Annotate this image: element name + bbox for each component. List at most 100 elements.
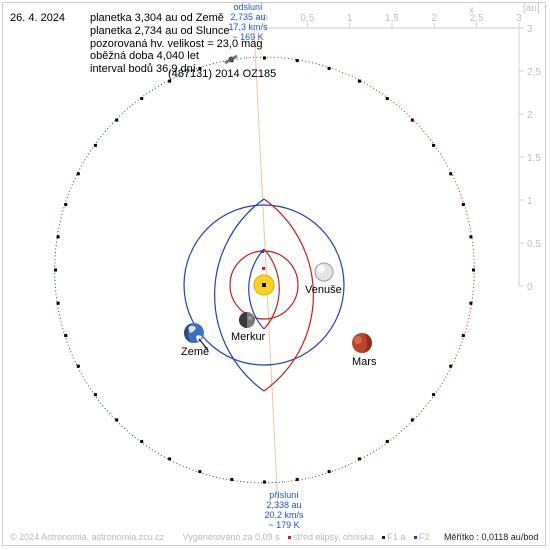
scale-h-tick-label: 0 (262, 13, 268, 24)
footer: © 2024 Astronomia, astronomia.zcu.cz Vyg… (10, 532, 538, 542)
scale-h-tick-label: 1,5 (385, 13, 399, 24)
scale-h-tick-label: 1 (347, 13, 353, 24)
orbit-point (263, 56, 266, 60)
perihelion-temp: ~ 179 K (268, 520, 300, 530)
mercury-icon (239, 312, 255, 328)
mars-label: Mars (352, 356, 377, 368)
legend-f2-label: F2 (418, 532, 430, 542)
earth-icon (184, 323, 209, 351)
orbit-point (410, 118, 414, 122)
orbit-point (93, 143, 97, 147)
sun-icon (253, 274, 275, 296)
orbit-point (168, 79, 172, 83)
earth-label: Země (181, 346, 209, 358)
orbit-point (198, 66, 202, 70)
orbit-point (56, 235, 60, 239)
asteroid-marker (224, 54, 238, 65)
orbit-point (76, 172, 80, 176)
orbit-point (168, 457, 172, 461)
orbit-point (295, 59, 299, 63)
asteroid-orbit-red-half (245, 56, 475, 483)
legend-center-swatch (287, 536, 291, 540)
object-name: (487131) 2014 OZ185 (168, 68, 277, 80)
focus-marker (261, 250, 264, 253)
scale-v-tick-label: 0 (527, 282, 533, 293)
asteroid-orbit-blue-half (54, 57, 284, 484)
orbit-point (432, 143, 436, 147)
scale-h-tick-label: 0,5 (300, 13, 314, 24)
orbit-point (469, 301, 473, 305)
perihelion-block: přísluní 2,338 au 20,2 km/s ~ 179 K (256, 490, 312, 530)
orbit-point (327, 470, 331, 474)
scale-v-ticks: 32,521,510,50 (519, 24, 541, 293)
legend-f1-swatch (382, 536, 386, 540)
scale-v-tick-label: 1,5 (527, 153, 541, 164)
orbit-point (461, 203, 465, 206)
mars-orbit-blue (214, 198, 265, 392)
orbit-point (263, 480, 266, 484)
orbit-point (54, 268, 57, 272)
mars-icon (352, 333, 372, 353)
orbit-point (357, 79, 361, 83)
info-earth-distance: planetka 3,304 au od Země (90, 12, 224, 24)
orbit-point (449, 364, 453, 368)
info-block: planetka 3,304 au od Země planetka 2,734… (90, 12, 263, 76)
scale-h-tick-label: 2,5 (470, 13, 484, 24)
info-sun-distance: planetka 2,734 au od Slunce (90, 24, 230, 37)
aphelion-speed: 17,3 km/s (228, 22, 268, 32)
orbit-point (230, 477, 234, 481)
perihelion-distance: 2,338 au (266, 500, 302, 510)
perihelion-title: přísluní (269, 490, 299, 500)
legend-f1-label: F1 a (387, 532, 406, 542)
perihelion-speed: 20,2 km/s (264, 510, 304, 520)
orbit-point (140, 97, 144, 100)
orbit-point (56, 301, 60, 305)
aphelion-distance: 2,735 au (230, 12, 266, 22)
scale-v-tick-label: 1 (527, 196, 533, 207)
apsis-line (253, 26, 279, 509)
scale-h-tick-label: 2 (432, 13, 438, 24)
venus-icon (314, 262, 334, 282)
generated-time: Vygenerováno za 0,09 s (182, 532, 280, 542)
scale-v-tick-label: 0,5 (527, 239, 541, 250)
aphelion-title: odsluní (233, 2, 263, 12)
scale-h-tick-label: 3 (516, 13, 522, 24)
orbit-point (385, 440, 389, 443)
info-magnitude: pozorovaná hv. velikost = 23,0 mag (90, 37, 263, 50)
orbit-point (76, 364, 80, 368)
orbit-point (385, 97, 389, 100)
orbit-point (410, 418, 414, 422)
aphelion-block: odsluní 2,735 au 17,3 km/s ~ 169 K (220, 2, 276, 42)
orbit-point (64, 203, 68, 206)
info-point-interval: interval bodů 36,9 dní (90, 63, 196, 76)
orbit-point (64, 334, 68, 337)
scale-h-ticks: 0 0,5 1 1,5 2 2,5 3 (262, 13, 522, 28)
orbit-point (115, 118, 119, 122)
aphelion-temp: ~ 169 K (232, 32, 264, 42)
scale-v-tick-label: 3 (527, 24, 533, 35)
copyright-link[interactable]: © 2024 Astronomia, astronomia.zcu.cz (10, 532, 165, 542)
scale-axis-label: x (469, 5, 474, 16)
date-label: 26. 4. 2024 (10, 12, 66, 24)
mars-orbit-red (263, 198, 314, 392)
venus-orbit-blue (248, 248, 265, 330)
orbit-point (327, 66, 331, 70)
earth-orbit (183, 204, 345, 366)
asteroid-interval-points (54, 56, 475, 484)
plot-frame (2, 2, 546, 546)
scale-v-tick-label: 2,5 (527, 67, 541, 78)
orbit-point (93, 393, 97, 397)
mercury-label: Merkur (231, 331, 266, 343)
orbit-point (115, 418, 119, 422)
orbit-point (198, 470, 202, 474)
orbit-point (449, 172, 453, 176)
legend-center-label: střed elipsy, ohniska (292, 532, 374, 542)
orbit-point (140, 440, 144, 443)
scale-unit-label: [au] (523, 3, 540, 14)
scale-text: Měřítko : 0,0118 au/bod (443, 532, 539, 542)
orbit-point (357, 457, 361, 461)
orbit-point (461, 334, 465, 337)
venus-label: Venuše (305, 284, 342, 296)
ellipse-center-marker (262, 267, 265, 270)
orbit-point (432, 393, 436, 397)
